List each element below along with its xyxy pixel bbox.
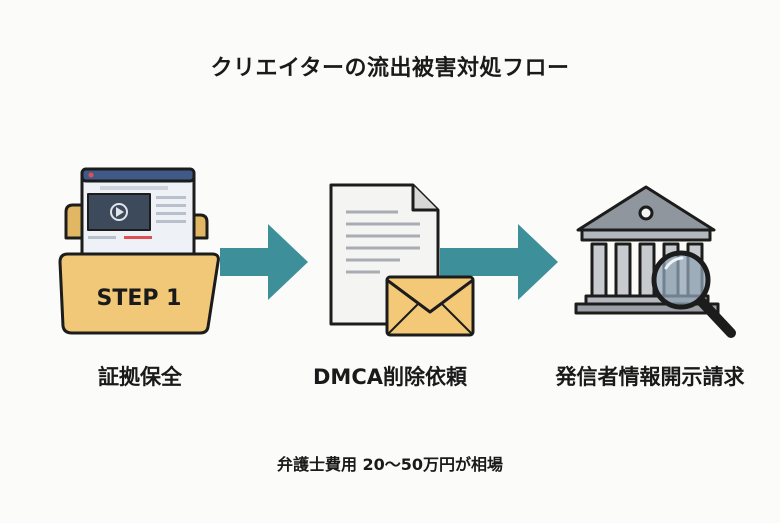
step-2-label: DMCA削除依頼 <box>313 365 467 389</box>
diagram-title: クリエイターの流出被害対処フロー <box>210 56 570 81</box>
flow-arrow-2 <box>440 224 558 300</box>
lawyer-fee-note: 弁護士費用 20〜50万円が相場 <box>276 455 504 474</box>
document-envelope-icon <box>329 183 475 337</box>
flow-arrow-1 <box>220 224 308 300</box>
step-3-label: 発信者情報開示請求 <box>555 365 745 389</box>
courthouse-magnifier-icon <box>574 185 736 338</box>
folder-evidence-icon: STEP 1 <box>58 167 220 335</box>
step-1-label: 証拠保全 <box>98 365 182 389</box>
step-1-badge: STEP 1 <box>97 286 182 311</box>
